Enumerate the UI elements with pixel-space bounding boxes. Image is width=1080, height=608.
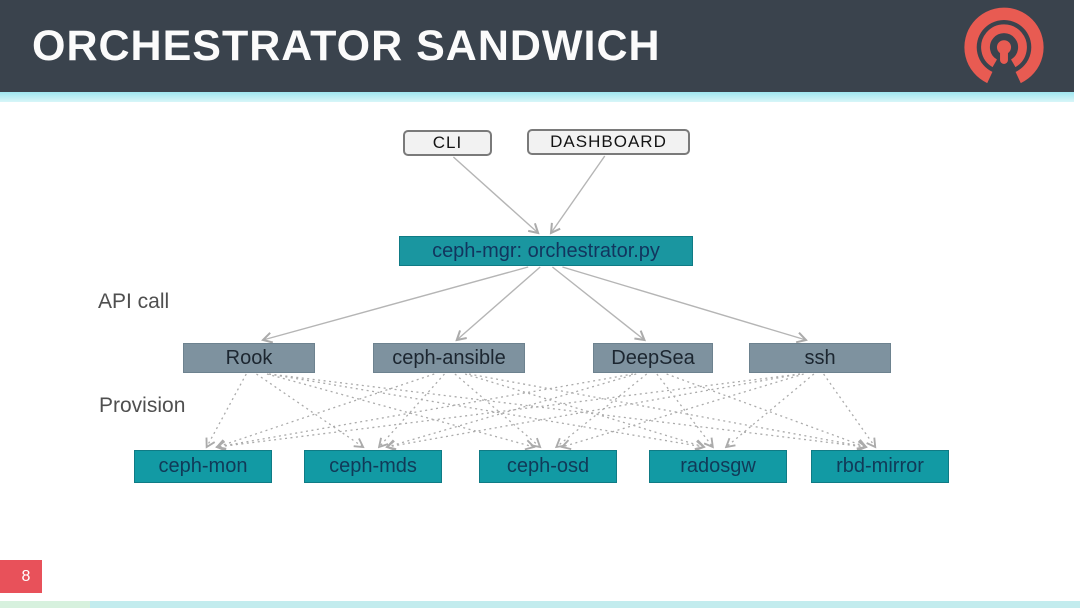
node-mds: ceph-mds [304, 450, 442, 483]
node-ansible: ceph-ansible [373, 343, 525, 373]
edge-line [465, 374, 704, 447]
edge-line [217, 374, 800, 447]
node-dashboard: DASHBOARD [527, 129, 690, 155]
edge-line [256, 374, 363, 447]
diagram-edges [0, 102, 1080, 562]
node-rook: Rook [183, 343, 315, 373]
node-rbd: rbd-mirror [811, 450, 949, 483]
edge-line [457, 267, 540, 340]
ceph-logo-icon [958, 5, 1050, 93]
edge-line [217, 374, 434, 447]
edge-line [269, 374, 704, 447]
architecture-diagram: CLI DASHBOARD ceph-mgr: orchestrator.pyRoo… [0, 102, 1080, 562]
edge-line [824, 374, 876, 447]
edge-line [207, 374, 247, 447]
node-osd: ceph-osd [479, 450, 617, 483]
edge-line [551, 156, 605, 233]
edge-line [387, 374, 800, 447]
label-provision: Provision [99, 394, 185, 418]
edge-line [453, 157, 538, 233]
slide-title: ORCHESTRATOR SANDWICH [0, 22, 661, 71]
node-mon: ceph-mon [134, 450, 272, 483]
node-rgw: radosgw [649, 450, 787, 483]
bottom-accent-left [0, 601, 90, 608]
page-number-badge: 8 [0, 560, 42, 593]
bottom-accent-line [90, 601, 1080, 608]
label-api-call: API call [98, 290, 169, 314]
edge-line [469, 374, 866, 447]
header-accent-line [0, 92, 1074, 102]
edge-line [387, 374, 636, 447]
edge-line [379, 374, 444, 447]
edge-line [263, 267, 528, 340]
node-deepsea: DeepSea [593, 343, 713, 373]
slide-header: ORCHESTRATOR SANDWICH [0, 0, 1074, 92]
node-mgr: ceph-mgr: orchestrator.py [399, 236, 693, 266]
node-cli: CLI [403, 130, 492, 156]
edge-line [455, 374, 540, 447]
node-ssh: ssh [749, 343, 891, 373]
